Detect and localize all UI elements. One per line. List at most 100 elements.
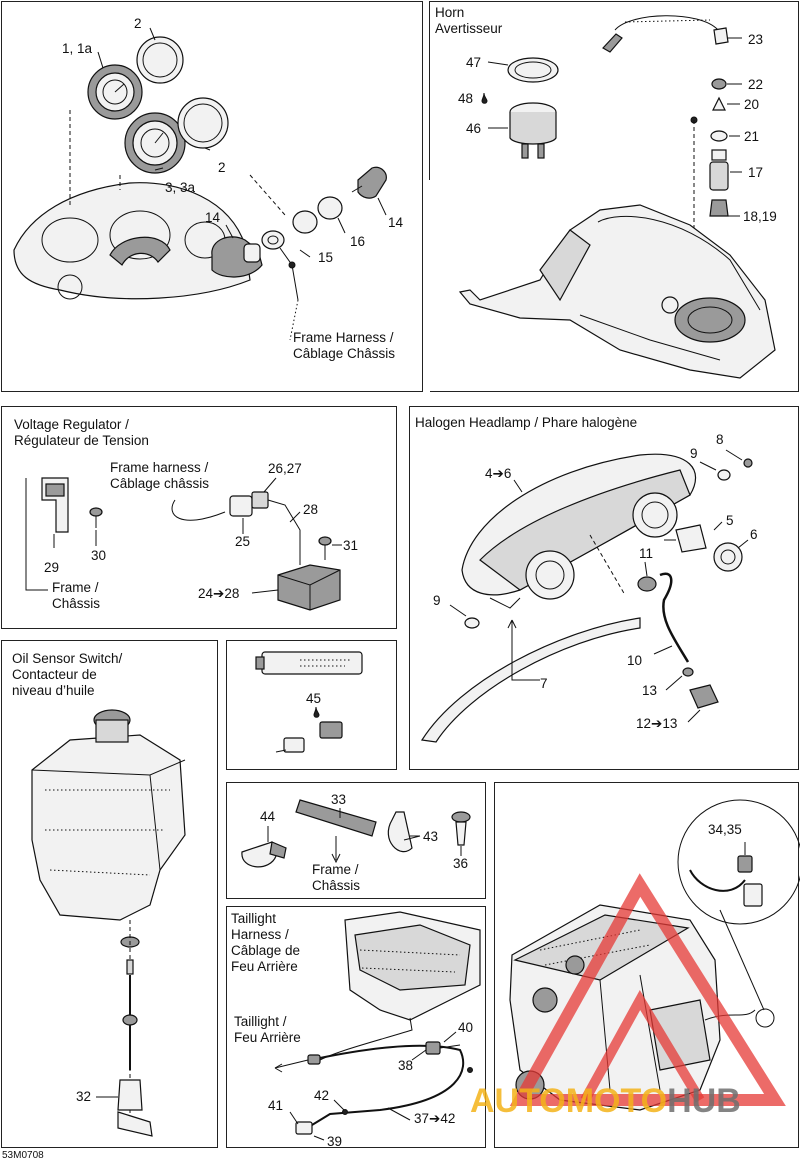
watermark-logo: AUTOMOTOHUB	[470, 1082, 741, 1121]
voltage-regulator-title: Voltage Regulator / Régulateur de Tensio…	[14, 417, 149, 448]
callout-10: 10	[627, 653, 643, 668]
gauge-1-drawing	[87, 64, 143, 120]
callout-41: 41	[268, 1098, 284, 1113]
callout-7: 7	[540, 676, 548, 691]
lens-7-drawing	[420, 617, 641, 743]
callout-16: 16	[350, 234, 366, 249]
socket-12-13-drawing	[689, 684, 719, 709]
callout-17: 17	[748, 165, 764, 180]
diagram-code: 53M0708	[2, 1150, 44, 1161]
callout-33: 33	[331, 792, 347, 807]
callout-18-19: 18,19	[743, 209, 777, 224]
callout-23: 23	[748, 32, 764, 47]
callout-26-27: 26,27	[268, 461, 302, 476]
bezel-2-bottom-drawing	[177, 97, 229, 149]
headlamp-title: Halogen Headlamp / Phare halogène	[415, 415, 638, 430]
callout-8: 8	[716, 432, 724, 447]
callout-46: 46	[466, 121, 482, 136]
watermark-part3: HUB	[667, 1082, 741, 1120]
screw-9-bottom-drawing	[464, 617, 480, 629]
connector-25-drawing	[229, 491, 269, 517]
callout-2-top: 2	[134, 16, 142, 31]
harness-37-42-drawing	[311, 1044, 473, 1126]
callout-42: 42	[314, 1088, 330, 1103]
bracket-29-drawing	[41, 477, 69, 533]
ties-frame-label: Frame / Châssis	[312, 862, 361, 893]
callout-9-top: 9	[690, 446, 698, 461]
callout-4-6: 4➔6	[485, 466, 512, 481]
horn-ring-47-drawing	[507, 57, 559, 83]
callout-30: 30	[91, 548, 107, 563]
screw-9-top-drawing	[717, 469, 731, 481]
horn-46-drawing	[509, 102, 557, 159]
push-rivet-36-drawing	[451, 811, 471, 846]
callout-11: 11	[639, 546, 654, 561]
oil-sensor-32-drawing	[117, 920, 153, 1137]
callout-28: 28	[303, 502, 319, 517]
bulb-5-drawing	[664, 524, 707, 553]
strip-33-drawing	[295, 799, 377, 837]
callout-21: 21	[744, 129, 760, 144]
regulator-24-28-drawing	[277, 564, 341, 611]
callout-31: 31	[343, 538, 359, 553]
callout-5: 5	[726, 513, 734, 528]
watermark-part1: AUTO	[470, 1082, 566, 1120]
panel-gauges	[1, 1, 423, 392]
connector-pair-drawing	[275, 721, 343, 753]
handlebar-housing-drawing	[458, 204, 776, 379]
callout-47: 47	[466, 55, 482, 70]
vr-frame-harness-label: Frame harness / Câblage châssis	[110, 460, 210, 491]
clip-13-drawing	[682, 667, 694, 677]
taillight-label: Taillight / Feu Arrière	[234, 1014, 301, 1045]
frame-harness-label: Frame Harness / Câblage Châssis	[293, 330, 396, 361]
bushing-16-drawing	[292, 196, 343, 234]
callout-15: 15	[318, 250, 334, 265]
hose-10-drawing	[659, 572, 690, 663]
rear-frame-drawing	[344, 911, 481, 1021]
callout-44: 44	[260, 809, 276, 824]
grommet-11-drawing	[637, 576, 657, 592]
callout-48: 48	[458, 91, 474, 106]
key-14-drawing	[351, 166, 387, 199]
callout-9-bottom: 9	[433, 593, 441, 608]
callout-20: 20	[744, 97, 760, 112]
connector-38-40-drawing	[425, 1041, 461, 1055]
oring-21-drawing	[710, 130, 728, 142]
bolt-31-drawing	[318, 536, 332, 560]
tether-cord-23-drawing	[602, 15, 729, 53]
cable-tie-43-drawing	[387, 811, 421, 853]
callout-14-left: 14	[205, 210, 221, 225]
callout-43: 43	[423, 829, 439, 844]
washer-20-drawing	[712, 96, 726, 111]
taillight-connector-drawing	[307, 1054, 321, 1065]
grease-tube-45-drawing	[255, 651, 363, 675]
headlamp-housing-drawing	[461, 453, 697, 609]
callout-1-1a: 1, 1a	[62, 41, 93, 56]
callout-45: 45	[306, 691, 322, 706]
nut-22-drawing	[711, 78, 727, 90]
callout-12-13: 12➔13	[636, 716, 678, 731]
callout-39: 39	[327, 1134, 343, 1149]
callout-32: 32	[76, 1089, 92, 1104]
ring-15-drawing	[261, 230, 299, 301]
callout-29: 29	[44, 560, 60, 575]
screw-30-drawing	[89, 507, 103, 528]
callout-22: 22	[748, 77, 764, 92]
horn-title: Horn Avertisseur	[435, 5, 503, 36]
callout-37-42: 37➔42	[414, 1111, 456, 1126]
bezel-2-top-drawing	[136, 36, 184, 84]
callout-34-35: 34,35	[708, 822, 742, 837]
vr-frame-label: Frame / Châssis	[52, 580, 101, 611]
switch-17-drawing	[709, 149, 729, 191]
callout-2-bottom: 2	[218, 160, 226, 175]
clamp-44-drawing	[241, 841, 287, 868]
callout-36: 36	[453, 856, 469, 871]
callout-6: 6	[750, 527, 758, 542]
callout-25: 25	[235, 534, 251, 549]
callout-40: 40	[458, 1020, 474, 1035]
retainer-6-drawing	[713, 542, 743, 572]
oil-sensor-title: Oil Sensor Switch/ Contacteur de niveau …	[12, 651, 123, 698]
callout-3-3a: 3, 3a	[165, 180, 196, 195]
ignition-switch-14-drawing	[211, 236, 263, 278]
